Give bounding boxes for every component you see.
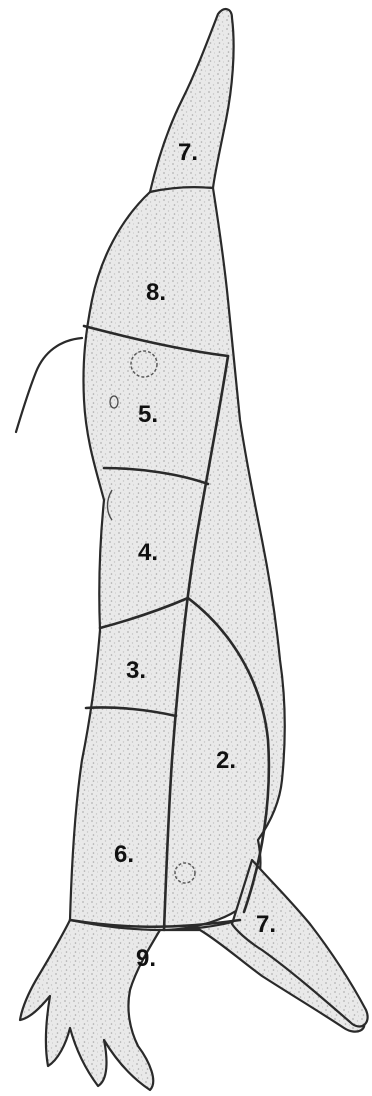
label-cut-9: 9. [136, 945, 156, 972]
label-cut-7-top: 7. [178, 139, 198, 166]
label-cut-7-bottom: 7. [256, 911, 276, 938]
label-cut-4: 4. [138, 539, 158, 566]
label-cut-5: 5. [138, 401, 158, 428]
label-cut-6: 6. [114, 841, 134, 868]
label-cut-3: 3. [126, 657, 146, 684]
hook-wire [16, 338, 82, 432]
carcass-body [70, 187, 364, 1031]
label-cut-8: 8. [146, 279, 166, 306]
label-cut-2: 2. [216, 747, 236, 774]
